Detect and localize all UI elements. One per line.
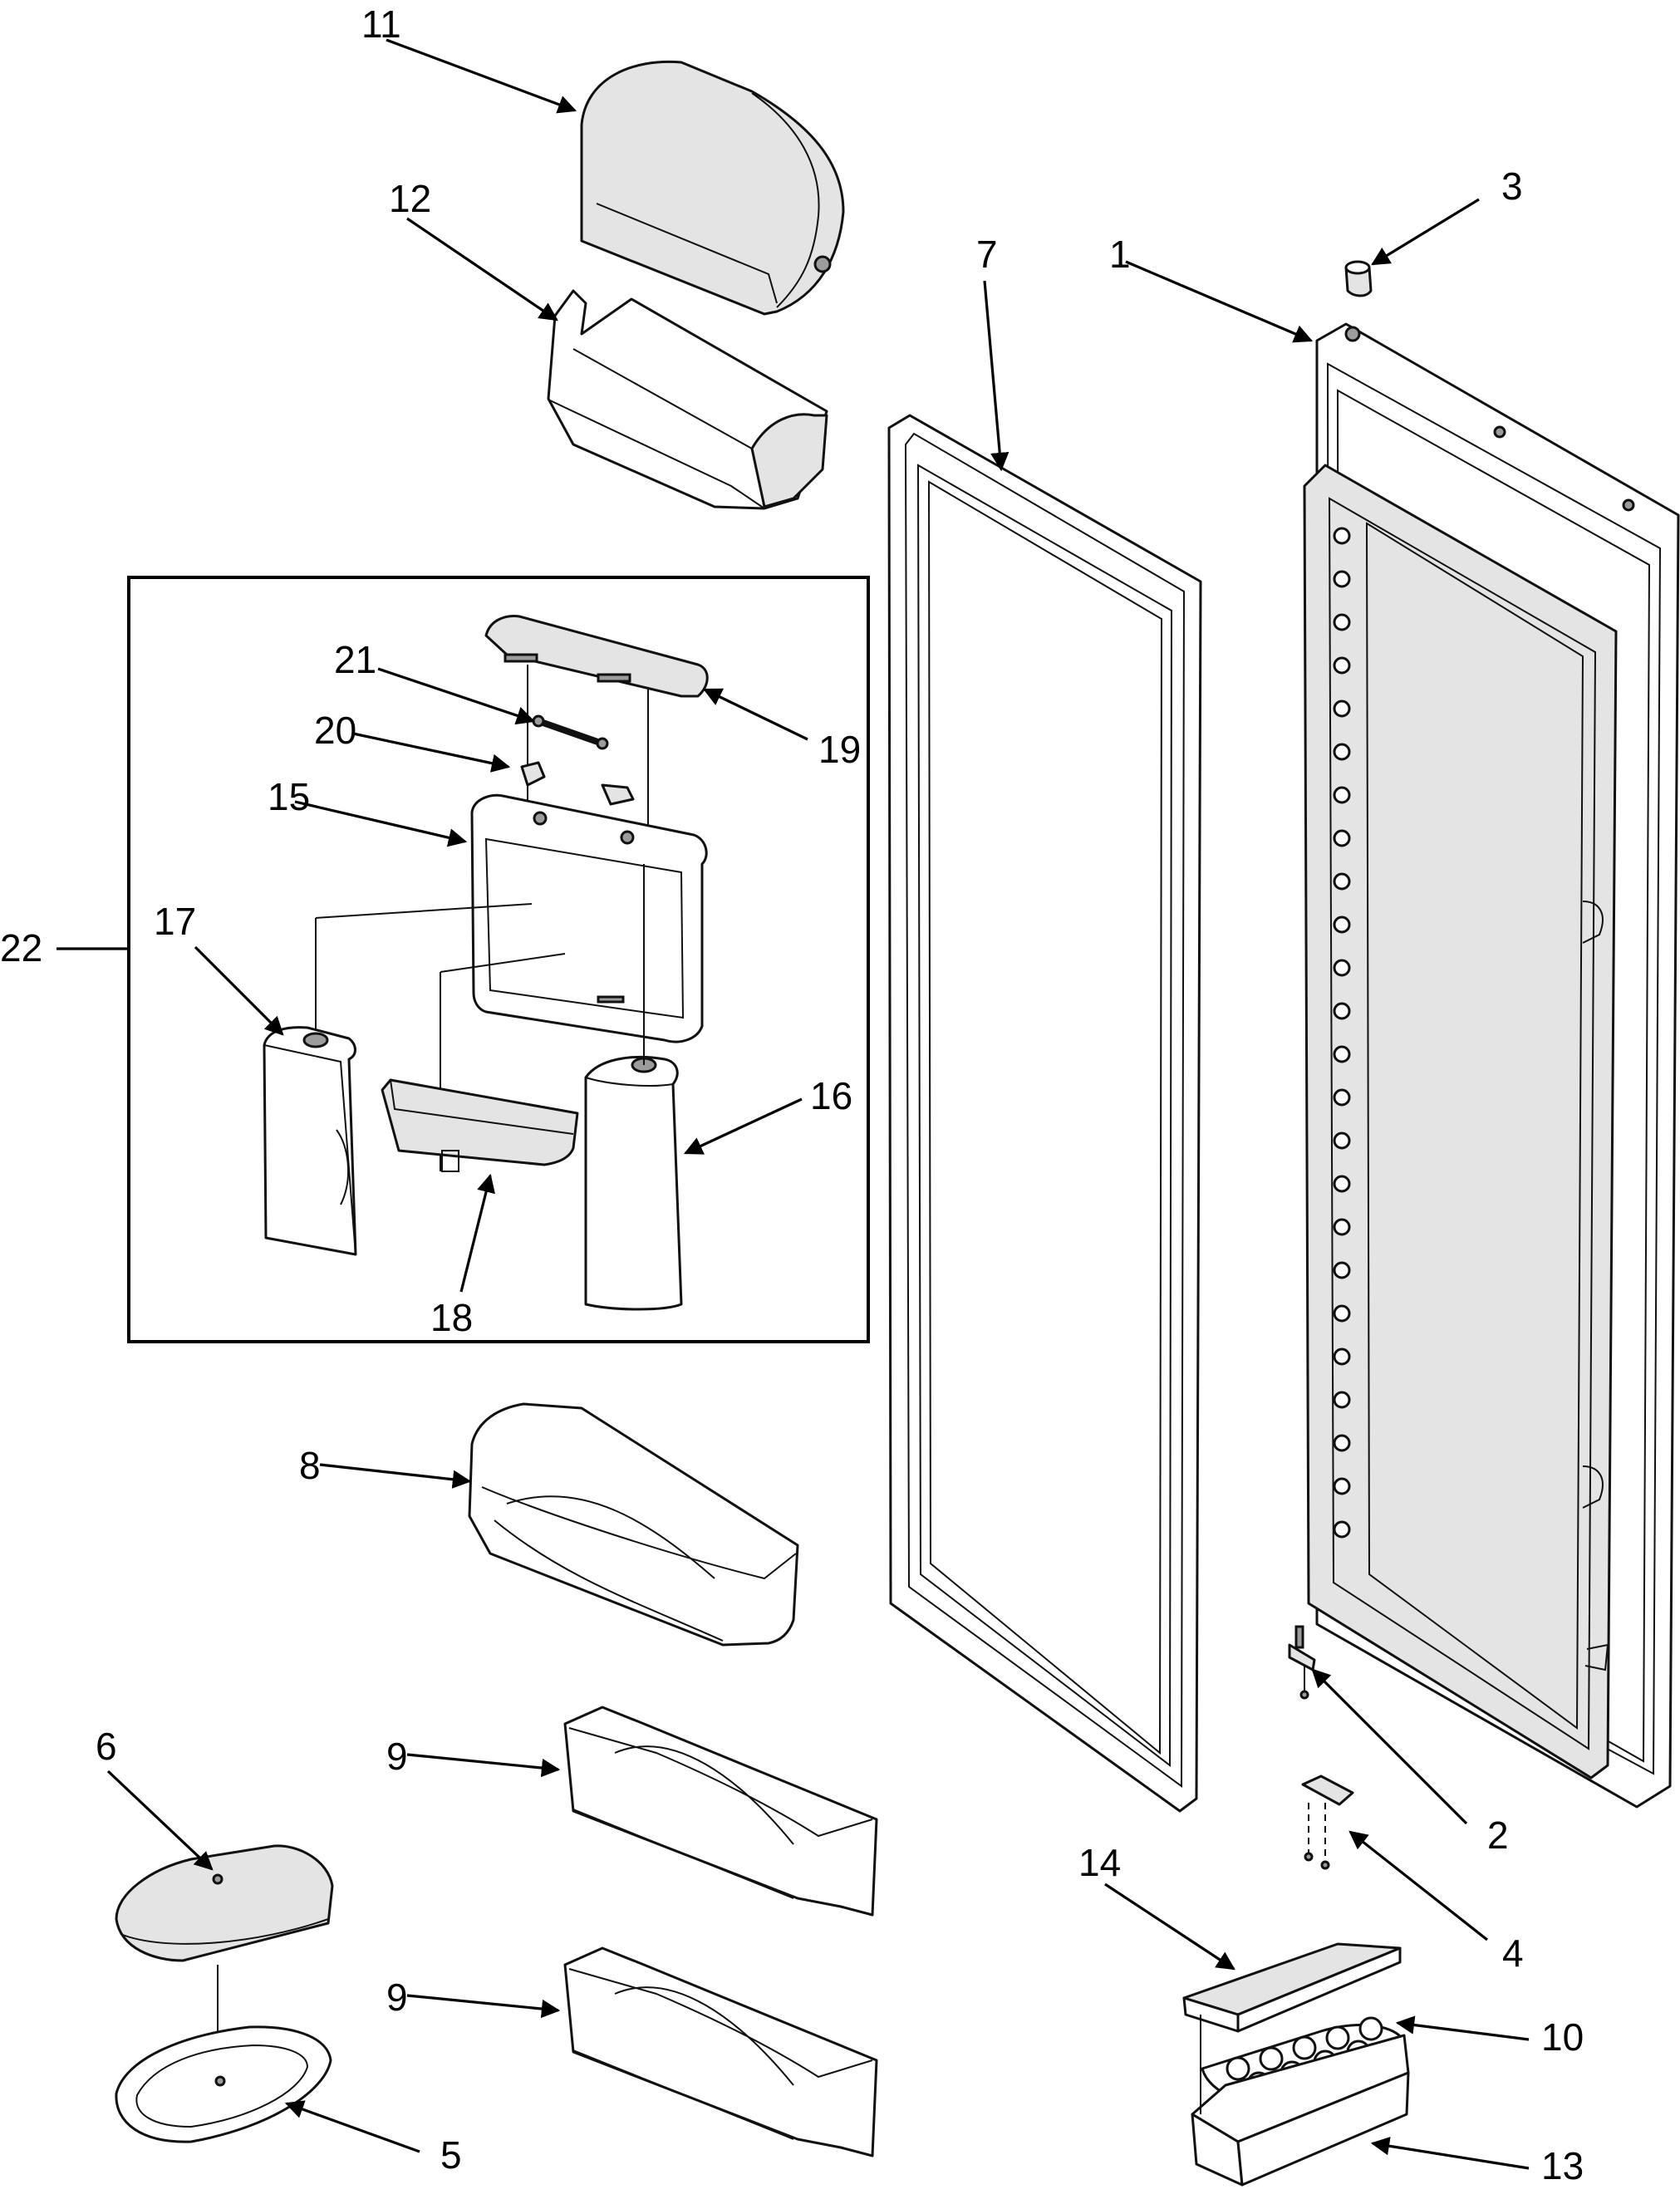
leader-line-4	[1348, 1830, 1488, 1941]
leader-line-5	[284, 2100, 420, 2153]
part-1-door-liner	[1303, 322, 1680, 1809]
leader-line-15	[294, 800, 468, 847]
leader-line-12	[406, 217, 558, 322]
part-16-right-cover	[584, 864, 683, 1311]
part-6-butter-cover	[115, 1844, 334, 2052]
leader-line-18	[459, 1173, 495, 1293]
leader-line-1	[1125, 260, 1314, 343]
callout-label-21: 21	[334, 638, 376, 681]
callout-label-22: 22	[0, 926, 42, 969]
part-8-door-bin	[468, 1402, 799, 1647]
leader-line-14	[1104, 1882, 1235, 1971]
callout-label-4: 4	[1502, 1932, 1524, 1975]
callout-label-9a: 9	[386, 1735, 408, 1778]
callout-label-10: 10	[1541, 2015, 1584, 2059]
part-5-butter-tray	[115, 2025, 332, 2143]
callout-label-11: 11	[361, 2, 401, 46]
callout-label-19: 19	[818, 728, 861, 771]
part-14-egg-lid	[1182, 1942, 1402, 2033]
leader-line-11	[386, 38, 577, 114]
callout-label-2: 2	[1487, 1814, 1509, 1857]
callout-label-13: 13	[1541, 2144, 1584, 2187]
part-7-door-gasket	[887, 414, 1202, 1813]
leader-line-7	[983, 280, 1009, 472]
callout-label-20: 20	[314, 709, 356, 752]
leader-line-20	[352, 732, 511, 773]
callout-label-16: 16	[810, 1074, 852, 1117]
leader-line-10	[1395, 2015, 1530, 2041]
part-4-bracket	[1301, 1774, 1354, 1870]
part-13-egg-bin	[1191, 2015, 1410, 2187]
callout-label-8: 8	[299, 1444, 321, 1487]
callout-label-12: 12	[389, 177, 431, 220]
part-21-rod	[532, 714, 609, 750]
part-3-cap	[1344, 260, 1373, 297]
callout-label-9b: 9	[386, 1976, 408, 2019]
leader-line-8	[319, 1463, 472, 1489]
part-9-door-bin-lower	[563, 1946, 878, 2157]
leader-line-21	[377, 667, 536, 725]
shelf-slots	[1333, 527, 1351, 1539]
callout-label-7: 7	[976, 233, 998, 276]
leader-line-13	[1370, 2137, 1530, 2170]
callout-label-1: 1	[1109, 233, 1131, 276]
part-17-left-cover	[263, 1026, 357, 1256]
part-22-assembly-box	[127, 576, 870, 1343]
leader-line-19	[702, 688, 808, 741]
leader-line-2	[1311, 1668, 1468, 1825]
leader-line-9b	[406, 1994, 561, 2019]
leader-line-17	[194, 945, 284, 1036]
leader-line-16	[683, 1097, 803, 1155]
part-9-door-bin-upper	[563, 1706, 878, 1917]
part-12-dairy-bin	[547, 289, 828, 510]
callout-label-3: 3	[1501, 164, 1523, 208]
callout-label-17: 17	[154, 900, 196, 943]
leader-line-6	[106, 1770, 214, 1871]
part-20-pivots	[520, 761, 635, 806]
leader-line-9a	[406, 1753, 561, 1778]
part-18-small-bin	[381, 1078, 579, 1172]
part-15-caddy-frame	[315, 793, 708, 1171]
callout-label-6: 6	[96, 1725, 117, 1768]
callout-label-18: 18	[430, 1296, 473, 1339]
callout-label-5: 5	[440, 2133, 462, 2177]
callout-label-14: 14	[1078, 1841, 1121, 1884]
callout-label-15: 15	[268, 775, 310, 818]
part-11-dairy-cover	[580, 60, 845, 316]
leader-line-3	[1371, 198, 1480, 266]
part-2-hinge	[1288, 1625, 1316, 1700]
